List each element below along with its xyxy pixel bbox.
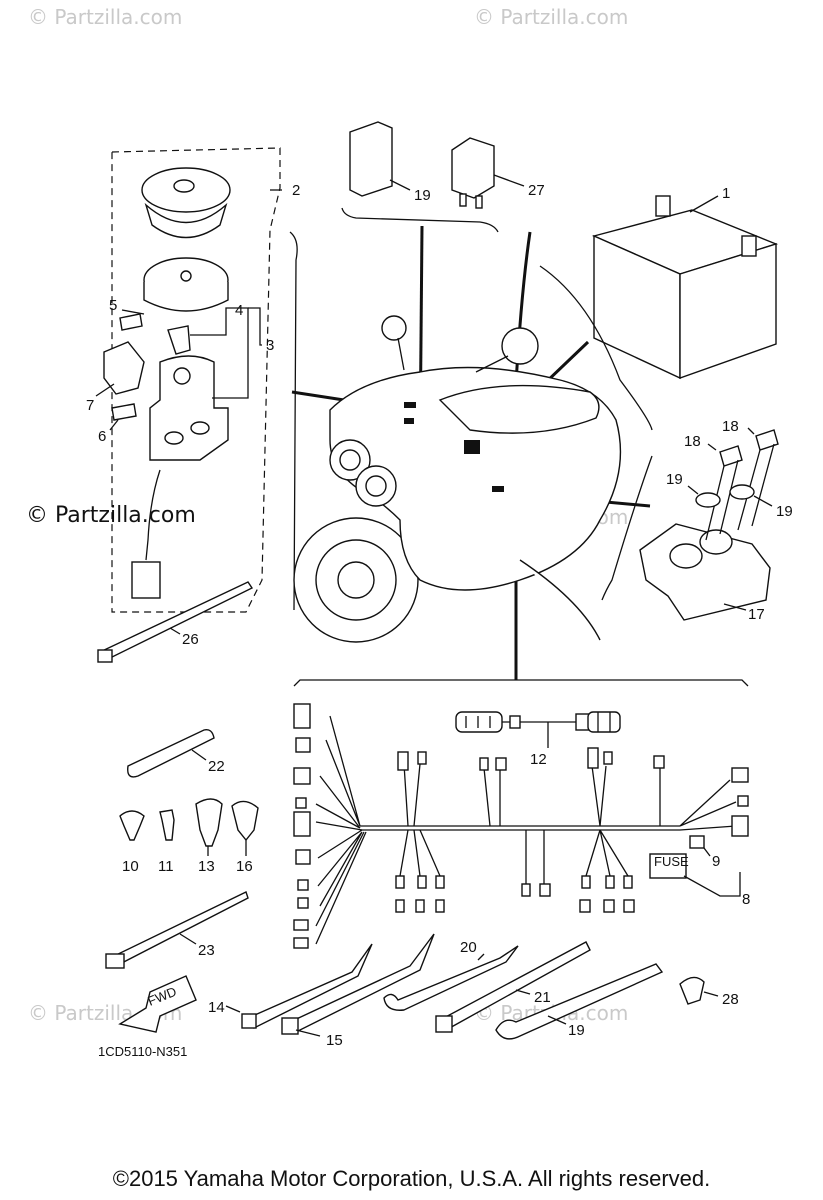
watermark-top-left: © Partzilla.com [28, 5, 182, 29]
copyright-notice: ©2015 Yamaha Motor Corporation, U.S.A. A… [112, 1166, 711, 1191]
callout-6: 6 [98, 428, 106, 445]
harness-bands [241, 933, 705, 1040]
scooter-illustration [289, 225, 653, 680]
callout-7: 7 [86, 397, 94, 414]
horn-assembly [639, 429, 779, 621]
fuse-box [649, 853, 687, 879]
callout-8: 8 [742, 891, 750, 908]
callout-23: 21 [534, 989, 551, 1006]
callout-25: 23 [198, 942, 215, 959]
main-wire-harness [293, 703, 749, 949]
callout-3: 3 [266, 337, 274, 354]
battery [591, 195, 779, 380]
callout-1: 1 [722, 185, 730, 202]
protector-tube [127, 728, 215, 778]
cable-tie-25 [108, 891, 249, 967]
callout-27: 27 [528, 182, 545, 199]
callout-26: 26 [182, 631, 199, 648]
callout-2: 2 [292, 182, 300, 199]
callout-19-right: 19 [776, 503, 793, 520]
callout-21: 19 [568, 1022, 585, 1039]
callout-5: 5 [109, 297, 117, 314]
callout-14: 14 [208, 999, 225, 1016]
callout-18-right: 18 [722, 418, 739, 435]
watermark-left-strong: © Partzilla.com [26, 503, 196, 528]
sub-lead [455, 711, 621, 733]
callout-17: 17 [748, 606, 765, 623]
callout-16: 16 [236, 858, 253, 875]
callout-13: 13 [198, 858, 215, 875]
callout-28: 28 [722, 991, 739, 1008]
clips-and-fasteners [119, 798, 259, 847]
callout-15: 15 [326, 1032, 343, 1049]
callout-22: 20 [460, 939, 477, 956]
callout-11: 11 [158, 858, 174, 875]
callout-12: 12 [530, 751, 547, 768]
callout-10: 10 [122, 858, 139, 875]
callout-18-left: 18 [684, 433, 701, 450]
callout-9: 9 [712, 853, 720, 870]
fuse [689, 835, 705, 849]
fuse-label: FUSE [654, 854, 689, 869]
diagram-code: 1CD5110-N351 [98, 1044, 187, 1059]
callout-4: 4 [235, 302, 243, 319]
callout-20: 19 [414, 187, 431, 204]
watermark-top-right: © Partzilla.com [474, 5, 628, 29]
callout-19-left: 19 [666, 471, 683, 488]
main-switch-assembly [103, 147, 281, 613]
callout-24: 22 [208, 758, 225, 775]
